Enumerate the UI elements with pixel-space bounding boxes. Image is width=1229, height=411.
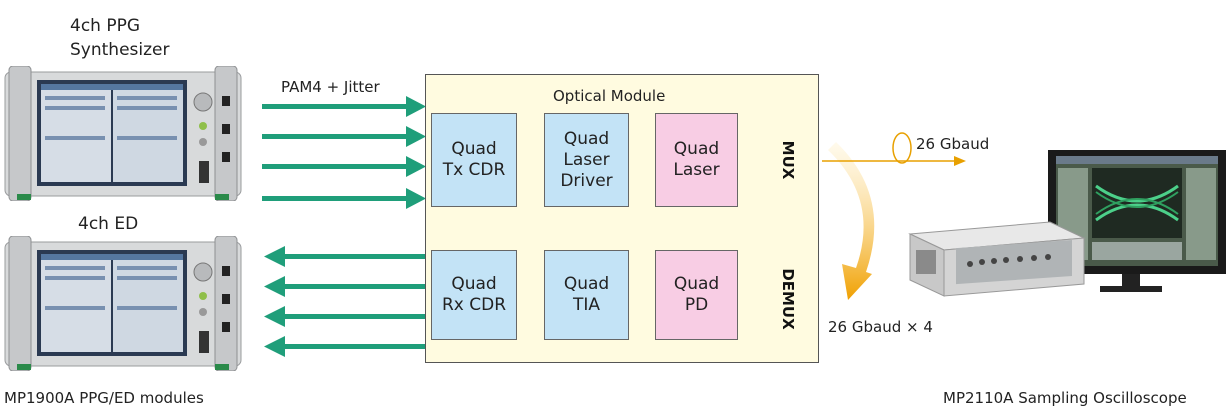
tx-arrows <box>262 96 426 209</box>
rx-arrow-3 <box>264 306 425 327</box>
ppg-title: 4ch PPG Synthesizer <box>70 16 170 60</box>
rx-cdr-block: Quad Rx CDR <box>431 250 517 340</box>
tx-cdr-block: Quad Tx CDR <box>431 113 517 207</box>
pd-block: Quad PD <box>655 250 738 340</box>
tx-arrow-4 <box>262 188 426 209</box>
rx-arrow-1 <box>264 246 425 267</box>
pam4-label: PAM4 + Jitter <box>281 78 380 96</box>
tx-cdr-label: Quad Tx CDR <box>442 139 506 180</box>
rx-cdr-label: Quad Rx CDR <box>441 274 507 315</box>
laser-driver-block: Quad Laser Driver <box>544 113 629 207</box>
tia-label: Quad TIA <box>563 274 610 315</box>
pd-label: Quad PD <box>673 274 720 315</box>
demux-label: DEMUX <box>779 268 797 330</box>
gbaud-single-label: 26 Gbaud <box>916 135 990 153</box>
tx-arrow-3 <box>262 156 426 177</box>
oscilloscope-image <box>908 150 1226 297</box>
tx-arrow-1 <box>262 96 426 117</box>
laser-driver-label: Quad Laser Driver <box>560 128 613 191</box>
tia-block: Quad TIA <box>544 250 629 340</box>
optical-output-arrowhead <box>954 156 966 166</box>
optical-module-title: Optical Module <box>553 87 666 105</box>
ppg-instrument-image <box>4 66 242 201</box>
mux-label: MUX <box>779 140 797 180</box>
mp2110a-caption: MP2110A Sampling Oscilloscope <box>943 389 1187 407</box>
laser-block: Quad Laser <box>655 113 738 207</box>
ed-instrument-image <box>4 236 242 371</box>
laser-label: Quad Laser <box>673 139 720 180</box>
optical-output <box>822 132 960 164</box>
gbaud-quad-label: 26 Gbaud × 4 <box>828 318 933 336</box>
tx-arrow-2 <box>262 126 426 147</box>
rx-arrows <box>264 246 425 357</box>
rx-arrow-4 <box>264 336 425 357</box>
rx-arrow-2 <box>264 276 425 297</box>
mp1900a-caption: MP1900A PPG/ED modules <box>4 389 204 407</box>
ed-title: 4ch ED <box>78 214 139 234</box>
loopback-arrow <box>828 142 875 300</box>
